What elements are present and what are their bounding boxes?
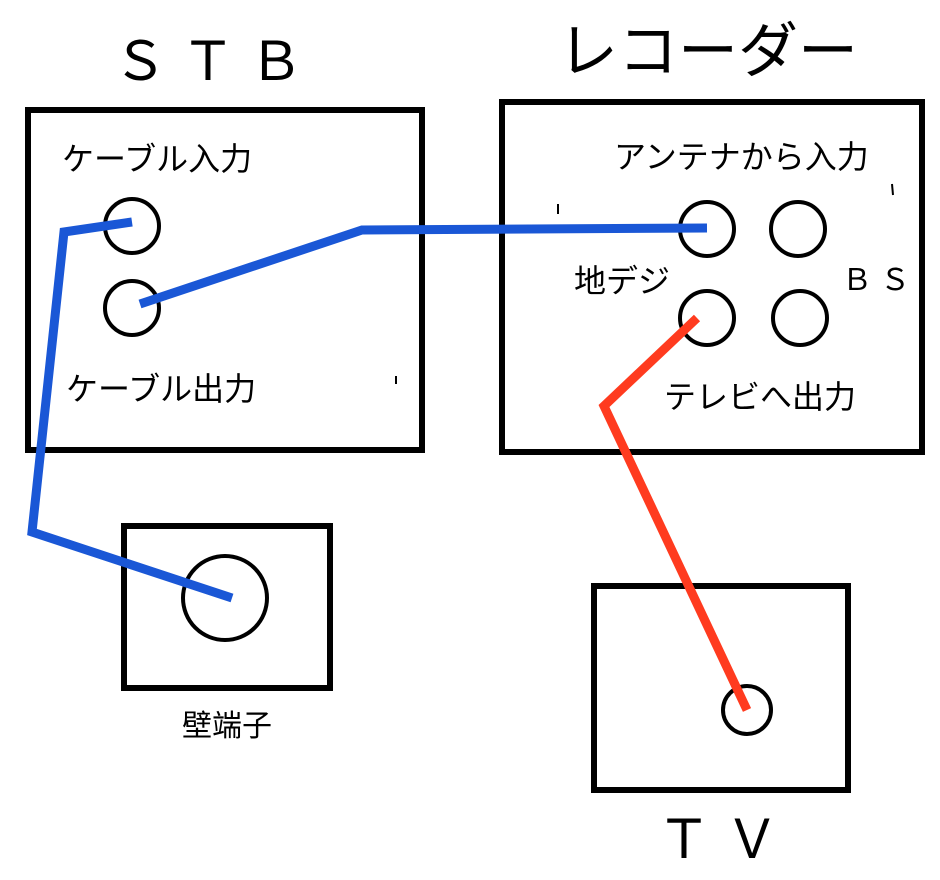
terrestrial-label: 地デジ [574,262,670,300]
bs-label: ＢＳ [842,263,918,298]
cable-out-label: ケーブル出力 [66,370,256,408]
tv-title: ＴＶ [657,808,793,871]
red-cable-recorder-to-tv [598,314,752,712]
stb-cable-out-port [103,279,161,337]
recorder-bs-in-port [769,200,827,258]
blue-cable-wall-to-stb [27,217,234,603]
tv-out-label: テレビへ出力 [664,378,856,416]
blue-cable-stb-to-recorder [138,223,708,309]
recorder-terrestrial-out-port [678,289,736,347]
recorder-bs-out-port [771,289,829,347]
wall-outlet-box [121,523,333,691]
cable-in-label: ケーブル入力 [62,140,252,178]
stb-box [25,107,425,453]
stray-mark [891,183,894,196]
recorder-title: レコーダー [558,17,858,87]
antenna-in-label: アンテナから入力 [614,138,869,176]
wall-outlet-label: 壁端子 [182,709,272,744]
tv-box [591,583,851,793]
recorder-box [499,99,925,455]
stb-title: ＳＴＢ [113,30,317,93]
